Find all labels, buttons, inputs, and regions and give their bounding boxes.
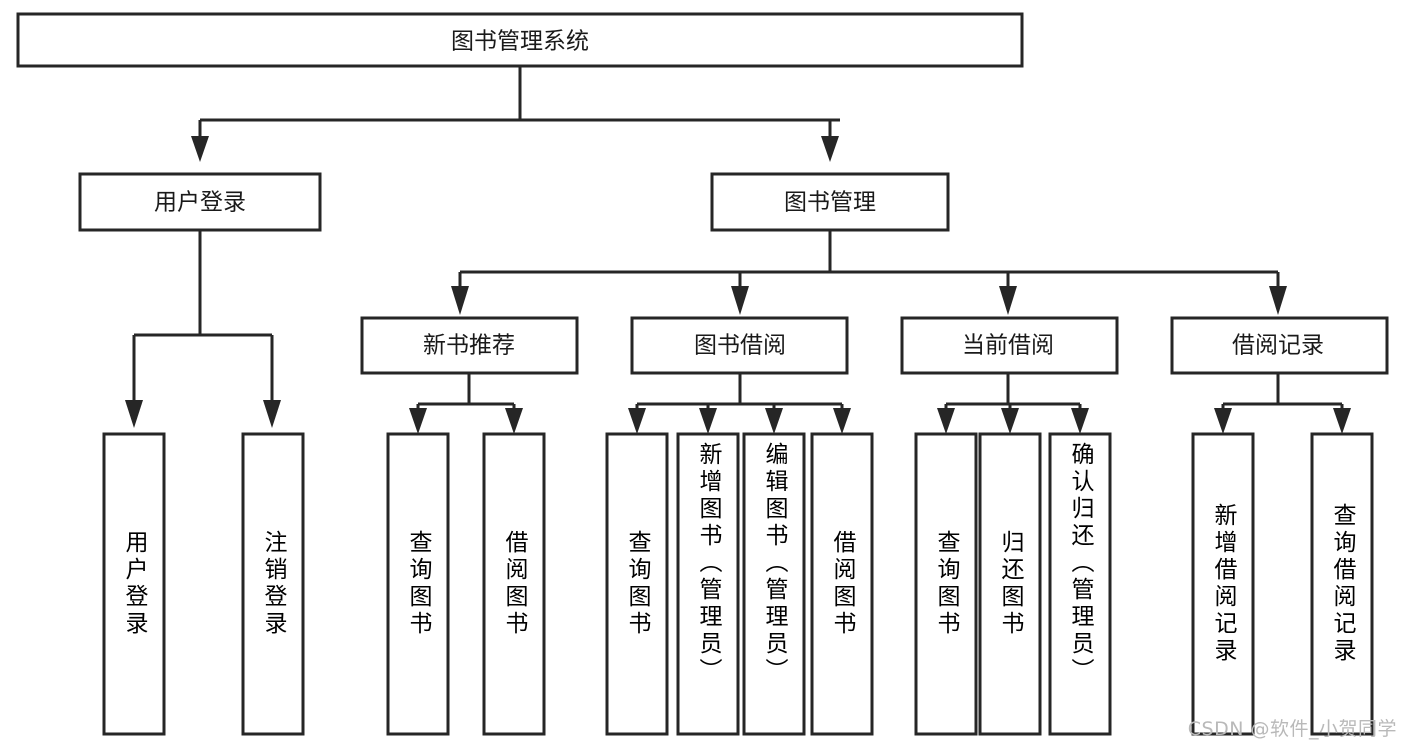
arrow-head-book-mgmt-to-borrow	[731, 286, 749, 315]
arrow-head-current-leaf3	[1071, 408, 1089, 434]
leaf-label-query-book-newbook: 查询图书	[405, 530, 431, 638]
leaf-label-user-login: 用户登录	[121, 530, 147, 638]
leaf-box-query-book-current[interactable]	[914, 432, 978, 736]
arrow-head-book-mgmt-to-current	[999, 286, 1017, 315]
node-current-borrow-label: 当前借阅	[962, 333, 1054, 359]
csdn-watermark: CSDN @软件_小贺同学	[1187, 718, 1397, 740]
node-root[interactable]: 图书管理系统	[16, 12, 1024, 68]
leaf-label-confirm-return-admin: 确认归还（管理员）	[1067, 442, 1093, 685]
leaf-box-query-book-newbook[interactable]	[386, 432, 450, 736]
node-borrow-records-label: 借阅记录	[1232, 333, 1324, 359]
node-user-login[interactable]: 用户登录	[78, 172, 322, 232]
arrow-head-newbook-leaf1	[409, 408, 427, 434]
leaf-label-add-borrow-record: 新增借阅记录	[1210, 503, 1236, 665]
node-new-book-recommend-label: 新书推荐	[423, 333, 515, 359]
arrow-head-borrow-leaf3	[765, 408, 783, 434]
leaf-box-query-book-borrow[interactable]	[605, 432, 669, 736]
arrow-head-book-mgmt-to-records	[1269, 286, 1287, 315]
arrow-head-user-login-leaf2	[263, 400, 281, 428]
leaf-label-borrow-book-newbook: 借阅图书	[501, 530, 527, 638]
node-current-borrow[interactable]: 当前借阅	[900, 316, 1119, 375]
node-book-management-label: 图书管理	[784, 190, 876, 216]
leaf-label-logout: 注销登录	[260, 530, 286, 638]
node-user-login-label: 用户登录	[154, 190, 246, 216]
leaf-label-add-book-admin: 新增图书（管理员）	[695, 442, 721, 685]
node-new-book-recommend-box[interactable]	[360, 316, 579, 375]
arrow-head-book-mgmt-to-newbook	[451, 286, 469, 315]
connector-layer	[125, 66, 1351, 434]
leaf-box-add-book-admin[interactable]	[676, 432, 740, 736]
node-book-management-box[interactable]	[710, 172, 950, 232]
arrow-head-root-to-user-login	[191, 136, 209, 162]
leaf-box-borrow-book[interactable]	[810, 432, 874, 736]
arrow-head-records-leaf1	[1214, 408, 1232, 434]
leaf-box-borrow-book-newbook[interactable]	[482, 432, 546, 736]
node-book-management[interactable]: 图书管理	[710, 172, 950, 232]
node-book-borrow-label: 图书借阅	[694, 333, 786, 359]
arrow-head-newbook-leaf2	[505, 408, 523, 434]
leaf-label-query-book-current: 查询图书	[933, 530, 959, 638]
arrow-head-current-leaf2	[1001, 408, 1019, 434]
node-current-borrow-box[interactable]	[900, 316, 1119, 375]
leaf-label-query-book-borrow: 查询图书	[624, 530, 650, 638]
node-book-borrow[interactable]: 图书借阅	[630, 316, 849, 375]
node-borrow-records-box[interactable]	[1170, 316, 1389, 375]
leaf-label-edit-book-admin: 编辑图书（管理员）	[761, 442, 787, 685]
node-root-box[interactable]	[16, 12, 1024, 68]
node-borrow-records[interactable]: 借阅记录	[1170, 316, 1389, 375]
node-root-label: 图书管理系统	[451, 29, 589, 55]
node-user-login-box[interactable]	[78, 172, 322, 232]
arrow-head-current-leaf1	[937, 408, 955, 434]
arrow-head-user-login-leaf1	[125, 400, 143, 428]
arrow-head-borrow-leaf4	[833, 408, 851, 434]
leaf-label-query-borrow-record: 查询借阅记录	[1329, 503, 1355, 665]
node-book-borrow-box[interactable]	[630, 316, 849, 375]
leaf-box-return-book[interactable]	[978, 432, 1042, 736]
leaf-label-borrow-book: 借阅图书	[829, 530, 855, 638]
leaf-box-add-borrow-record[interactable]	[1191, 432, 1255, 736]
leaf-box-query-borrow-record[interactable]	[1310, 432, 1374, 736]
leaf-label-return-book: 归还图书	[997, 530, 1023, 638]
arrow-head-root-to-book-mgmt	[821, 136, 839, 162]
arrow-head-borrow-leaf1	[628, 408, 646, 434]
node-new-book-recommend[interactable]: 新书推荐	[360, 316, 579, 375]
leaf-box-logout[interactable]	[241, 432, 305, 736]
leaf-box-user-login[interactable]	[102, 432, 166, 736]
leaf-box-confirm-return-admin[interactable]	[1048, 432, 1112, 736]
arrow-head-borrow-leaf2	[699, 408, 717, 434]
leaf-nodes-layer	[102, 432, 1374, 736]
leaf-box-edit-book-admin[interactable]	[742, 432, 806, 736]
arrow-head-records-leaf2	[1333, 408, 1351, 434]
